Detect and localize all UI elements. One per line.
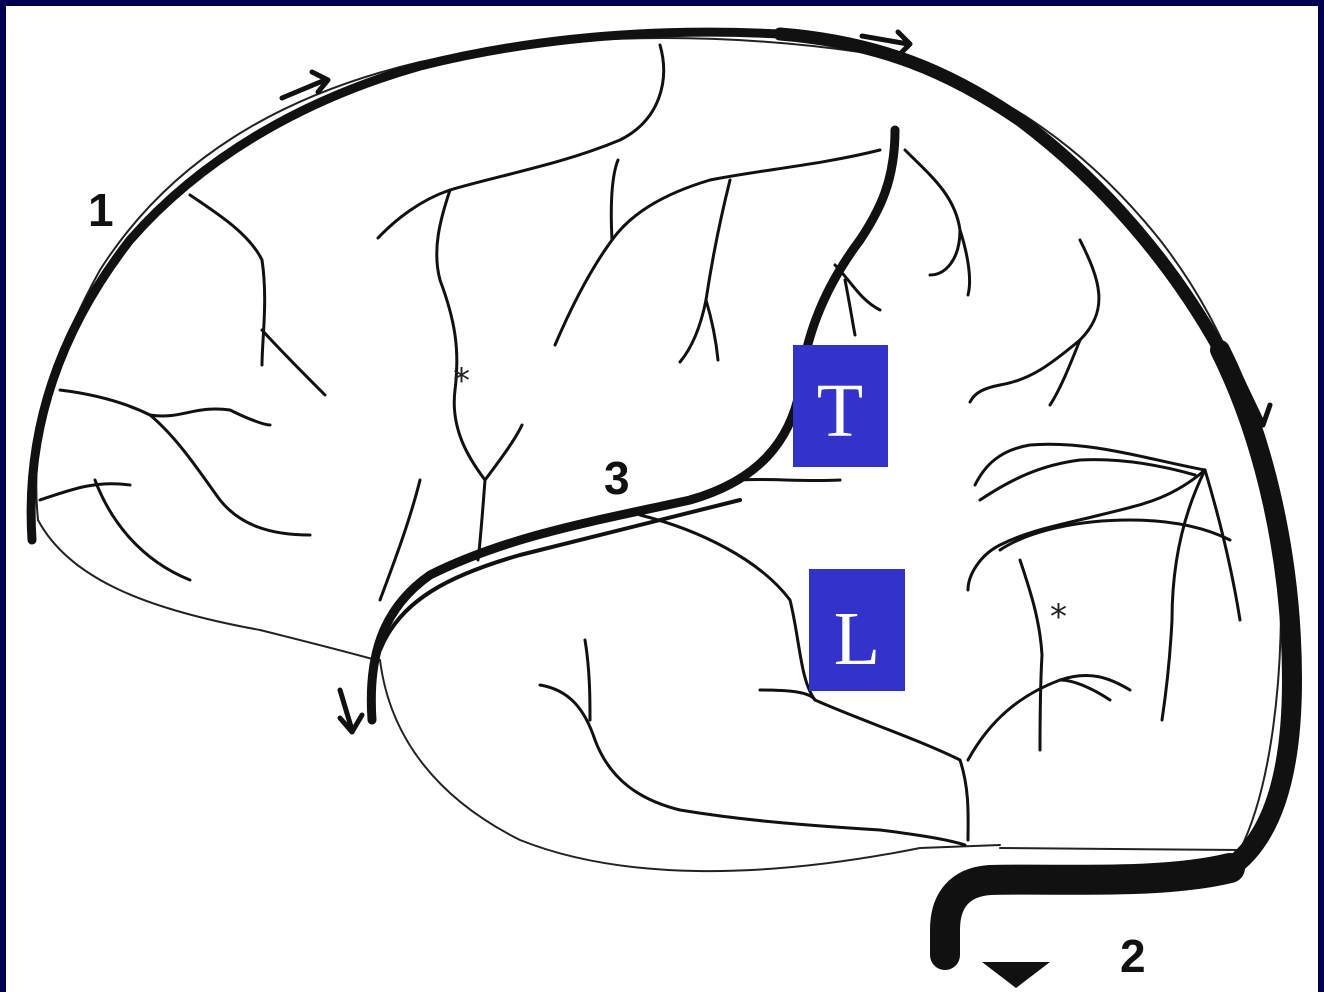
temporal-vein-branch-3 — [758, 688, 817, 702]
sylvian-vein-lower — [378, 498, 742, 652]
outflow-arrow — [982, 962, 1050, 988]
frontal-vein-2 — [260, 328, 327, 397]
label-2: 2 — [1120, 930, 1146, 982]
parietal-vein-4 — [843, 278, 857, 337]
central-branch-2 — [704, 298, 720, 362]
flow-arrow-front — [279, 69, 331, 101]
label-3: 3 — [604, 452, 630, 504]
diagram-canvas — [6, 6, 1318, 992]
frontal-vein-6 — [93, 478, 192, 582]
frontal-vein-4 — [148, 413, 312, 537]
transverse-sinus — [930, 853, 1245, 970]
cortical-veins — [38, 43, 1242, 847]
frontal-vein-1 — [188, 193, 267, 367]
precentral-branch-1 — [435, 188, 487, 482]
temporal-branch-5 — [738, 477, 842, 483]
temporal-vein-branch-2 — [1058, 678, 1112, 702]
sylvian-vein — [366, 125, 900, 725]
precentral-branch-3 — [483, 423, 524, 482]
asterisk-frontal: * — [453, 361, 470, 401]
central-vein — [553, 148, 882, 347]
temporal-vein-main — [638, 513, 970, 842]
central-branch-1 — [678, 178, 732, 364]
frontal-base-outline — [37, 519, 377, 661]
occipital-vein-1 — [1018, 558, 1044, 752]
asterisk-occipital: * — [1050, 597, 1067, 637]
label-l: L — [834, 597, 880, 681]
label-1: 1 — [88, 184, 114, 236]
labbe-branch-1 — [966, 468, 1207, 592]
sinus-front-segment — [26, 27, 785, 545]
temporal-vein-branch-1 — [966, 673, 1132, 762]
sinus-top-segment — [773, 27, 1227, 357]
parietal-vein-1 — [903, 148, 962, 277]
flow-arrows — [279, 29, 1273, 735]
flow-arrow-top — [859, 29, 913, 59]
labbe-branch-3 — [1203, 468, 1242, 622]
posterior-vein-1 — [978, 458, 1197, 502]
brain-outline — [35, 37, 1282, 873]
flow-arrow-sylvian — [337, 687, 365, 735]
sinus-back-segment — [1210, 340, 1302, 878]
parietal-vein-2 — [958, 228, 972, 297]
temporal-inferior-vein — [538, 683, 967, 847]
label-box-trolard — [793, 345, 888, 467]
labbe-branch-2 — [1160, 468, 1207, 722]
parietal-vein-5 — [968, 238, 1101, 404]
temporal-lobe-outline — [379, 659, 1001, 873]
parietal-vein-3 — [833, 263, 882, 312]
precentral-vein — [376, 43, 666, 240]
label-t: T — [817, 369, 863, 453]
temporal-branch-4 — [583, 638, 592, 722]
precentral-branch-2 — [476, 478, 487, 562]
labbe-vein — [973, 442, 1207, 487]
frontal-vein-5 — [38, 482, 132, 502]
flow-arrow-back — [1239, 377, 1273, 428]
superior-sagittal-sinus — [26, 27, 1302, 970]
frontal-vein-3 — [58, 388, 272, 427]
central-branch-3 — [609, 158, 620, 242]
posterior-vein-2 — [998, 518, 1232, 552]
sylvian-vein-main — [366, 125, 900, 725]
inferior-frontal-vein — [378, 478, 422, 602]
label-box-labbe — [809, 569, 905, 691]
parietal-vein-6 — [1048, 338, 1082, 407]
